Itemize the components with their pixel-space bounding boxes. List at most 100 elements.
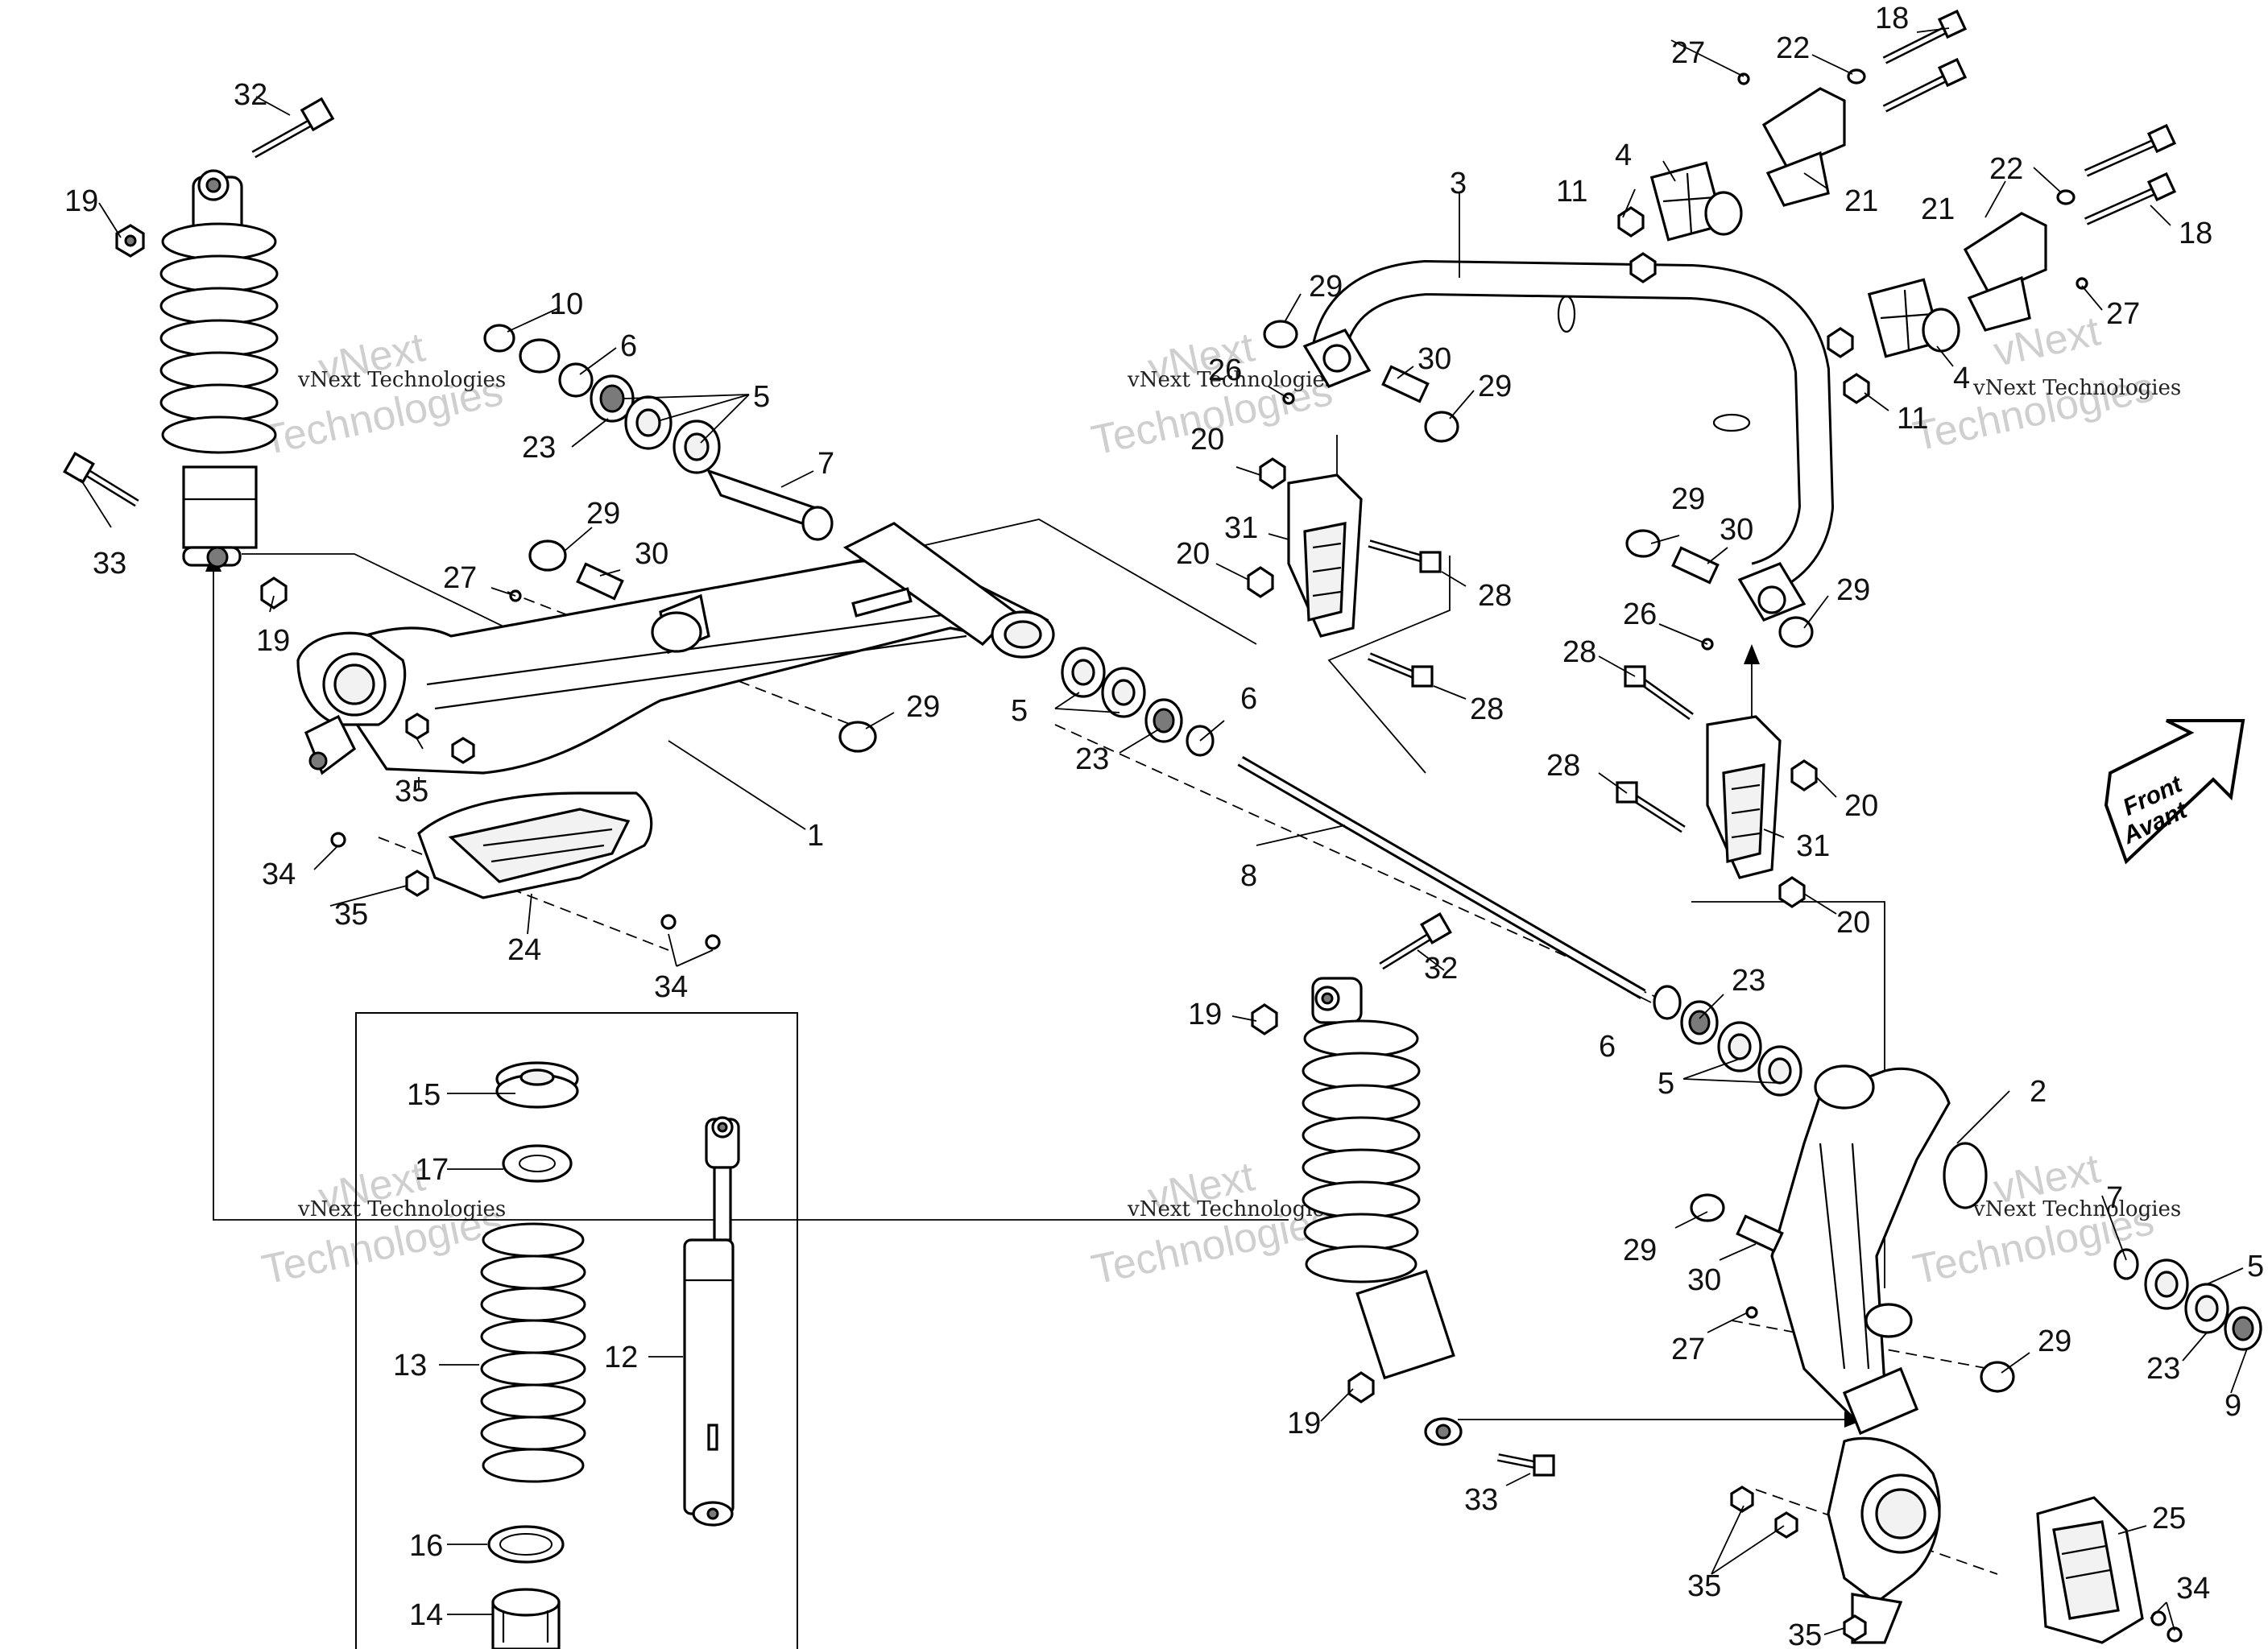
callout-22: 22 <box>1776 31 1810 65</box>
collar-14 <box>491 1588 561 1649</box>
a-arm-1 <box>296 522 1055 775</box>
nut-19 <box>115 224 288 610</box>
callout-34: 34 <box>2176 1572 2210 1606</box>
callout-11: 11 <box>1897 402 1928 436</box>
callout-19: 19 <box>256 624 290 658</box>
callout-15: 15 <box>407 1078 441 1112</box>
callout-29: 29 <box>1478 370 1512 403</box>
callout-18: 18 <box>1875 2 1909 35</box>
callout-6: 6 <box>1240 682 1257 716</box>
bearing-group-far-right <box>2113 1248 2262 1351</box>
callout-12: 12 <box>604 1341 638 1374</box>
shaft-8 <box>1237 755 1646 1000</box>
callout-10: 10 <box>549 287 583 321</box>
watermark-text: vNext Technologies <box>1972 1197 2181 1221</box>
bolts-28 <box>1368 539 1694 833</box>
callout-29: 29 <box>2038 1325 2071 1358</box>
callout-29: 29 <box>906 690 940 724</box>
callout-31: 31 <box>1796 829 1830 863</box>
spring-13 <box>480 1222 586 1483</box>
callout-9: 9 <box>2225 1389 2241 1423</box>
callout-35: 35 <box>1788 1618 1822 1649</box>
callout-29: 29 <box>1671 482 1705 516</box>
callout-13: 13 <box>393 1349 427 1382</box>
callout-30: 30 <box>1720 513 1753 547</box>
callout-5: 5 <box>2247 1250 2264 1283</box>
callout-20: 20 <box>1190 423 1224 457</box>
watermark-text: vNext Technologies <box>297 1197 506 1221</box>
callout-25: 25 <box>2152 1502 2186 1535</box>
callout-19: 19 <box>64 184 98 218</box>
callout-32: 32 <box>234 78 267 112</box>
callout-34: 34 <box>654 970 688 1004</box>
arrow-head <box>1744 644 1760 664</box>
callout-23: 23 <box>522 431 556 465</box>
left-shock-assembly <box>159 169 279 568</box>
callout-28: 28 <box>1470 692 1504 726</box>
a-arm-2 <box>1770 1064 1988 1644</box>
shock-detail-inset <box>355 1012 798 1649</box>
callout-5: 5 <box>1658 1067 1674 1101</box>
callout-28: 28 <box>1562 635 1596 669</box>
callout-29: 29 <box>1309 270 1343 304</box>
bearing-group-right <box>1653 985 1802 1097</box>
spring-retainer-15 <box>495 1061 579 1109</box>
bracket-31-upper <box>1287 473 1363 638</box>
callout-33: 33 <box>93 547 126 581</box>
callout-35: 35 <box>1687 1569 1721 1603</box>
callout-35: 35 <box>334 898 368 932</box>
callout-6: 6 <box>1599 1030 1616 1064</box>
callout-34: 34 <box>262 858 296 891</box>
screws-34-nuts-35 <box>330 392 2183 1643</box>
bearing-group-left <box>483 324 834 541</box>
bushing-4-lower <box>1867 278 1960 358</box>
callout-26: 26 <box>1623 597 1657 631</box>
stabilizer-bar-3 <box>1302 259 1835 622</box>
bolt-32 <box>251 97 335 159</box>
callout-19: 19 <box>1287 1407 1321 1440</box>
assembly-line <box>213 564 1289 1221</box>
callout-21: 21 <box>1921 192 1955 226</box>
clamp-21-lower <box>1963 212 2047 332</box>
callout-31: 31 <box>1224 511 1258 545</box>
callout-7: 7 <box>2106 1181 2123 1215</box>
bolts-18 <box>1882 9 2177 225</box>
damper-12 <box>683 1116 740 1527</box>
callout-26: 26 <box>1208 353 1242 387</box>
bearing-group-center <box>1061 647 1215 757</box>
bushings-29-30 <box>528 320 2015 1393</box>
callout-23: 23 <box>2146 1352 2180 1386</box>
callout-29: 29 <box>586 497 620 531</box>
callout-23: 23 <box>1732 964 1765 998</box>
clip-17 <box>502 1144 573 1183</box>
callout-30: 30 <box>1418 342 1451 376</box>
bolt-33-lower <box>1497 1453 1555 1477</box>
callout-labels: 32 19 33 19 10 6 5 23 7 29 30 27 29 1 5 … <box>64 2 2264 1649</box>
callout-20: 20 <box>1176 537 1210 571</box>
callout-14: 14 <box>409 1598 443 1632</box>
assembly-line <box>1327 556 1451 774</box>
callout-5: 5 <box>1011 694 1028 728</box>
callout-22: 22 <box>1989 152 2023 186</box>
seat-16 <box>487 1525 565 1564</box>
callout-18: 18 <box>2179 217 2212 250</box>
callout-20: 20 <box>1836 906 1870 940</box>
callout-30: 30 <box>1687 1263 1721 1297</box>
callout-6: 6 <box>620 329 637 363</box>
callout-4: 4 <box>1953 362 1970 395</box>
callout-35: 35 <box>395 775 428 808</box>
callout-24: 24 <box>507 933 541 967</box>
callout-28: 28 <box>1546 749 1580 783</box>
bolt-33 <box>63 452 139 507</box>
callout-16: 16 <box>409 1529 443 1563</box>
watermark-text: vNext Technologies <box>1972 376 2181 400</box>
callout-17: 17 <box>415 1153 449 1187</box>
callout-27: 27 <box>1671 36 1705 70</box>
direction-badge-front: Front Avant <box>2104 719 2245 865</box>
callout-7: 7 <box>817 447 834 481</box>
callout-8: 8 <box>1240 859 1257 893</box>
watermark-text: vNext Technologies <box>1127 1197 1335 1221</box>
callout-3: 3 <box>1450 167 1467 200</box>
right-shock-assembly <box>1302 977 1463 1446</box>
